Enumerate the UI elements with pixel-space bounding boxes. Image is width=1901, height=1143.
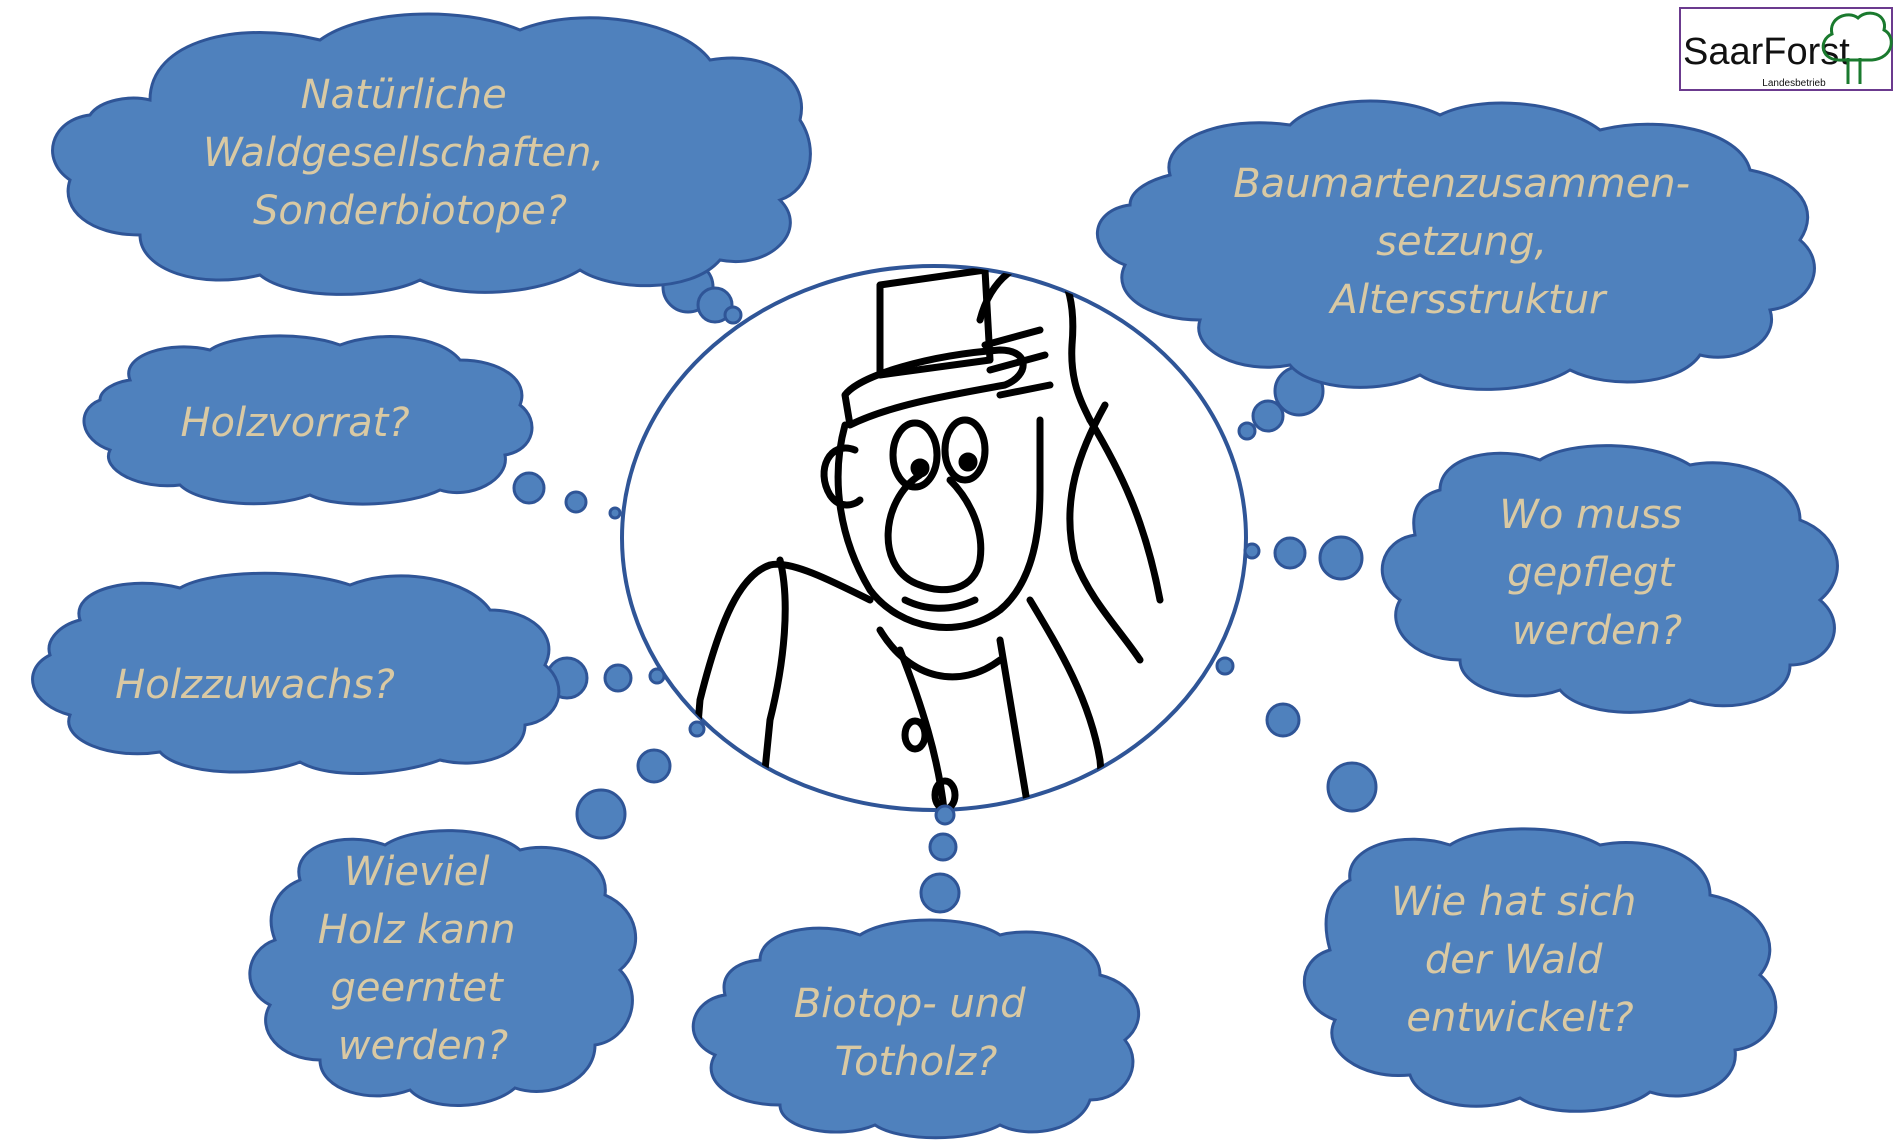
cloud-line: Wie hat sich — [1391, 879, 1637, 925]
cloud-line: Sonderbiotope? — [253, 188, 567, 234]
cloud-line: Biotop- und — [794, 981, 1026, 1027]
cloud-wood-stock: Holzvorrat? — [82, 334, 534, 506]
cloud-text-species-composition: Baumartenzusammen- setzung, Altersstrukt… — [1233, 161, 1703, 323]
cloud-species-composition: Baumartenzusammen- setzung, Altersstrukt… — [1096, 99, 1816, 391]
center-circle — [620, 264, 1248, 812]
thought-dot — [1243, 542, 1261, 560]
cloud-text-development: Wie hat sich der Wald entwickelt? — [1391, 879, 1649, 1041]
cloud-line: Totholz? — [835, 1039, 998, 1085]
cloud-line: Natürliche — [301, 72, 507, 118]
cloud-development: Wie hat sich der Wald entwickelt? — [1302, 827, 1778, 1113]
cloud-line: Holzvorrat? — [180, 400, 409, 446]
cloud-care: Wo muss gepflegt werden? — [1380, 444, 1839, 714]
thought-dot — [688, 720, 706, 738]
center-illustration — [620, 264, 1248, 812]
cloud-text-natural-communities: Natürliche Waldgesellschaften, Sonderbio… — [203, 72, 617, 234]
thought-dot — [1251, 399, 1285, 433]
thought-dot — [919, 872, 961, 914]
cloud-growth: Holzzuwachs? — [31, 571, 561, 776]
thought-dot — [1318, 535, 1364, 581]
cloud-text-wood-stock: Holzvorrat? — [180, 400, 409, 446]
thought-dot — [564, 490, 588, 514]
cloud-line: entwickelt? — [1406, 995, 1633, 1041]
cloud-line: werden? — [338, 1023, 508, 1069]
thought-dot — [512, 471, 546, 505]
saarforst-logo: SaarForst Landesbetrieb — [1679, 7, 1893, 91]
cloud-line: Holz kann — [318, 907, 516, 953]
cloud-line: werden? — [1512, 608, 1682, 654]
thought-dot — [928, 832, 958, 862]
cloud-line: Waldgesellschaften, — [203, 130, 604, 176]
cloud-text-care: Wo muss gepflegt werden? — [1499, 492, 1694, 654]
thought-dot — [608, 506, 622, 520]
thought-dot — [1265, 702, 1301, 738]
cloud-natural-communities: Natürliche Waldgesellschaften, Sonderbio… — [51, 12, 812, 296]
cloud-text-growth: Holzzuwachs? — [115, 662, 395, 708]
cloud-line: Wieviel — [344, 849, 490, 895]
thought-dot — [636, 748, 672, 784]
logo-name: SaarForst — [1683, 31, 1850, 73]
thought-dot — [1326, 761, 1378, 813]
thought-dot — [575, 788, 627, 840]
cloud-line: der Wald — [1425, 937, 1603, 983]
thought-dot — [1215, 656, 1235, 676]
cloud-line: Holzzuwachs? — [115, 662, 395, 708]
thought-dot — [1273, 536, 1307, 570]
cloud-line: geerntet — [330, 965, 504, 1011]
tree-icon — [1821, 11, 1893, 84]
thought-dot — [648, 667, 666, 685]
cloud-line: Baumartenzusammen- — [1233, 161, 1690, 207]
thought-dot — [1237, 421, 1257, 441]
cloud-line: gepflegt — [1507, 550, 1675, 596]
cloud-harvest: Wieviel Holz kann geerntet werden? — [248, 829, 637, 1107]
cloud-line: setzung, — [1376, 219, 1547, 265]
thought-dot — [696, 286, 734, 324]
thought-dot — [603, 663, 633, 693]
cloud-biotope-deadwood: Biotop- und Totholz? — [691, 918, 1141, 1140]
cloud-line: Wo muss — [1499, 492, 1682, 538]
cloud-line: Altersstruktur — [1327, 277, 1608, 323]
thought-dot — [723, 305, 743, 325]
cloud-text-biotope-deadwood: Biotop- und Totholz? — [794, 981, 1039, 1085]
thought-dot — [934, 804, 956, 826]
logo-subtitle: Landesbetrieb — [1762, 78, 1826, 89]
cloud-text-harvest: Wieviel Holz kann geerntet werden? — [318, 849, 528, 1069]
